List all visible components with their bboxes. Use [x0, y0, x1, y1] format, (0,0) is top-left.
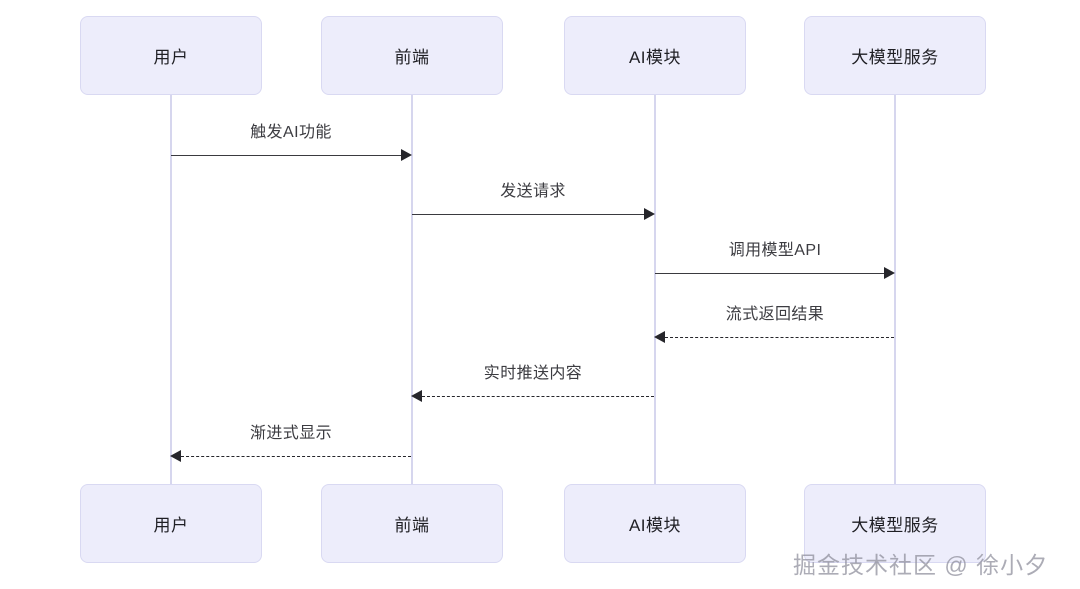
message-label-6: 渐进式显示 [249, 425, 333, 442]
message-label-4: 流式返回结果 [725, 306, 825, 323]
arrow-head-left-5 [411, 390, 422, 402]
participant-label: 前端 [394, 516, 430, 535]
message-line-4 [665, 337, 894, 338]
message-line-3 [655, 273, 884, 274]
message-line-2 [412, 214, 644, 215]
arrow-head-left-4 [654, 331, 665, 343]
participant-box-ai-top[interactable]: AI模块 [564, 16, 746, 95]
participant-label: AI模块 [628, 48, 682, 67]
participant-box-llm-top[interactable]: 大模型服务 [804, 16, 986, 95]
lifeline-ai [654, 95, 656, 484]
participant-box-frontend-bottom[interactable]: 前端 [321, 484, 503, 563]
message-line-5 [422, 396, 654, 397]
lifeline-user [170, 95, 172, 484]
arrow-head-left-6 [170, 450, 181, 462]
lifeline-llm [894, 95, 896, 484]
participant-label: 用户 [153, 516, 189, 535]
message-line-6 [181, 456, 411, 457]
participant-label: 大模型服务 [851, 48, 939, 67]
participant-label: 用户 [153, 48, 189, 67]
message-label-1: 触发AI功能 [250, 124, 332, 141]
participant-label: 前端 [394, 48, 430, 67]
arrow-head-right-1 [401, 149, 412, 161]
lifeline-frontend [411, 95, 413, 484]
participant-box-user-top[interactable]: 用户 [80, 16, 262, 95]
arrow-head-right-3 [884, 267, 895, 279]
participant-box-llm-bottom[interactable]: 大模型服务 [804, 484, 986, 563]
message-label-2: 发送请求 [500, 183, 566, 200]
message-label-3: 调用模型API [728, 242, 822, 259]
participant-label: 大模型服务 [851, 516, 939, 535]
participant-label: AI模块 [628, 516, 682, 535]
watermark: 掘金技术社区 @ 徐小夕 [793, 552, 1049, 578]
message-line-1 [171, 155, 401, 156]
message-label-5: 实时推送内容 [483, 365, 583, 382]
participant-box-frontend-top[interactable]: 前端 [321, 16, 503, 95]
participant-box-user-bottom[interactable]: 用户 [80, 484, 262, 563]
arrow-head-right-2 [644, 208, 655, 220]
participant-box-ai-bottom[interactable]: AI模块 [564, 484, 746, 563]
